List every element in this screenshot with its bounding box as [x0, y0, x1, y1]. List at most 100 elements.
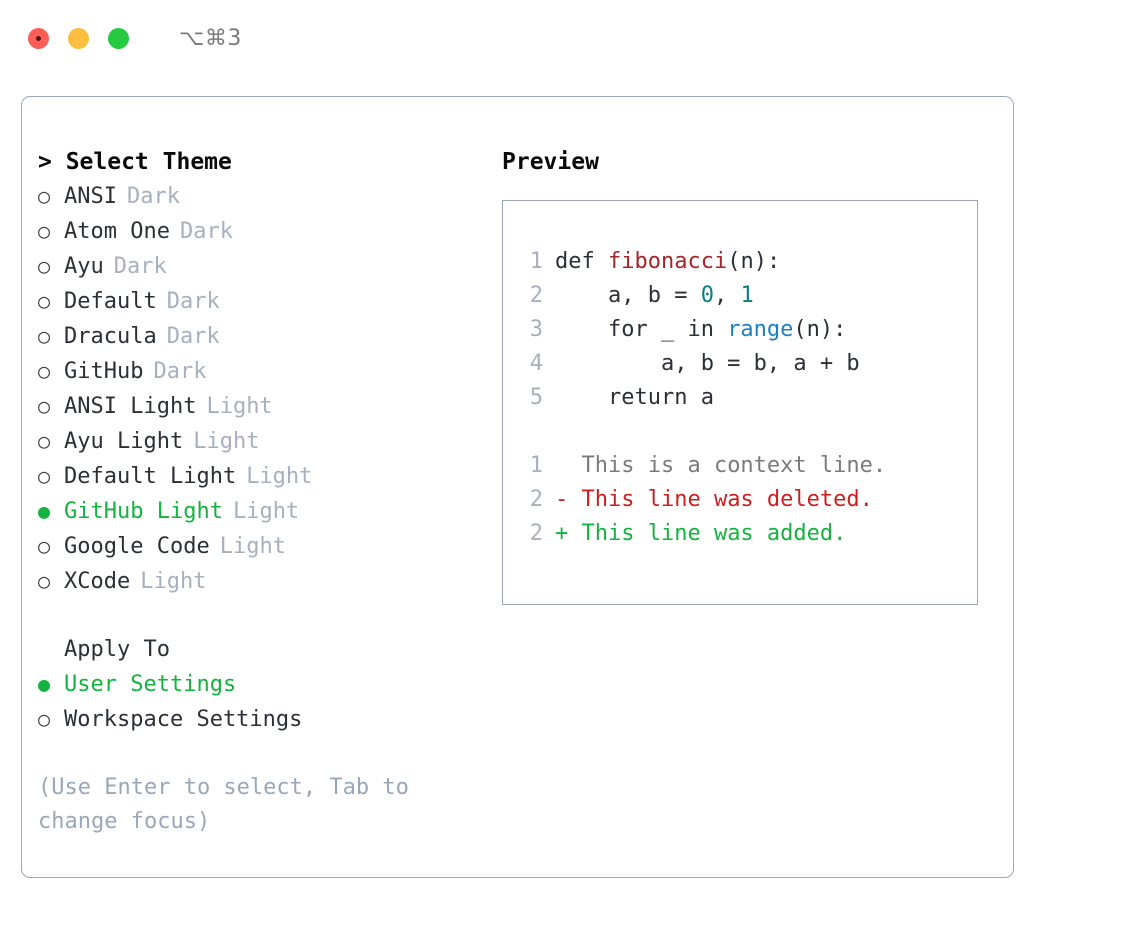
theme-option-ayu[interactable]: ○ Ayu Dark: [38, 249, 468, 284]
keyboard-hint-text: (Use Enter to select, Tab to change focu…: [38, 775, 423, 834]
theme-option-label: Default: [64, 289, 157, 314]
theme-option-tag: Dark: [179, 219, 233, 244]
radio-unselected-icon: ○: [38, 429, 51, 453]
diff-line-number: 2: [529, 521, 543, 546]
theme-option-label: Google Code: [64, 534, 210, 559]
radio-unselected-icon: ○: [38, 359, 51, 383]
theme-option-ansi-light[interactable]: ○ ANSI Light Light: [38, 389, 468, 424]
theme-option-tag: Light: [246, 464, 313, 489]
code-line-text: def fibonacci(n):: [555, 245, 780, 279]
diff-line-del: 2- This line was deleted.: [517, 483, 977, 517]
radio-unselected-icon: ○: [38, 254, 51, 278]
diff-line-number: 2: [529, 487, 543, 512]
diff-marker: -: [555, 487, 569, 512]
theme-option-tag: Dark: [153, 359, 207, 384]
radio-unselected-icon: ○: [38, 219, 51, 243]
theme-option-label: Atom One: [64, 219, 170, 244]
theme-option-github[interactable]: ○ GitHub Dark: [38, 354, 468, 389]
code-line-text: a, b = 0, 1: [555, 279, 754, 313]
code-line-text: for _ in range(n):: [555, 313, 846, 347]
theme-option-github-light[interactable]: ● GitHub Light Light: [38, 494, 468, 529]
diff-marker: [555, 449, 568, 483]
radio-selected-icon: ●: [38, 672, 51, 696]
code-line: 3 for _ in range(n):: [517, 313, 977, 347]
theme-option-ayu-light[interactable]: ○ Ayu Light Light: [38, 424, 468, 459]
code-token-plain: a, b =: [555, 283, 701, 308]
code-token-plain: def: [555, 249, 608, 274]
code-line-number: 4: [529, 351, 543, 376]
theme-option-tag: Light: [140, 569, 207, 594]
code-line: 2 a, b = 0, 1: [517, 279, 977, 313]
code-line: 5 return a: [517, 381, 977, 415]
apply-to-option-workspace-settings[interactable]: ○Workspace Settings: [38, 702, 468, 737]
diff-line-text: This is a context line.: [568, 453, 887, 478]
theme-option-tag: Light: [206, 394, 273, 419]
theme-option-label: ANSI: [64, 184, 117, 209]
theme-option-google-code[interactable]: ○ Google Code Light: [38, 529, 468, 564]
window-controls: [28, 27, 129, 49]
theme-option-tag: Dark: [166, 289, 220, 314]
theme-option-label: ANSI Light: [64, 394, 197, 419]
apply-to-option-label: User Settings: [64, 672, 237, 697]
apply-to-option-label: Workspace Settings: [64, 707, 303, 732]
code-token-plain: a, b = b, a + b: [555, 351, 860, 376]
diff-line-text: This line was added.: [568, 521, 847, 546]
code-line-number: 2: [529, 283, 543, 308]
window-titlebar: ⌥⌘3: [0, 0, 1140, 76]
theme-option-tag: Dark: [126, 184, 180, 209]
code-line-number: 1: [529, 249, 543, 274]
code-line: 1 def fibonacci(n):: [517, 245, 977, 279]
theme-option-tag: Dark: [113, 254, 167, 279]
radio-unselected-icon: ○: [38, 394, 51, 418]
radio-unselected-icon: ○: [38, 184, 51, 208]
theme-option-label: Ayu Light: [64, 429, 184, 454]
diff-line-ctx: 1 This is a context line.: [517, 449, 977, 483]
apply-to-option-user-settings[interactable]: ● User Settings: [38, 667, 468, 702]
select-theme-heading: > Select Theme: [38, 149, 232, 175]
diff-line-number: 1: [529, 453, 543, 478]
radio-unselected-icon: ○: [38, 534, 51, 558]
apply-to-list[interactable]: ● User Settings ○Workspace Settings: [38, 667, 468, 737]
theme-option-tag: Light: [193, 429, 260, 454]
theme-option-label: Ayu: [64, 254, 104, 279]
code-token-plain: (n):: [793, 317, 847, 342]
theme-option-xcode[interactable]: ○ XCode Light: [38, 564, 468, 599]
diff-line-text: This line was deleted.: [568, 487, 873, 512]
code-token-num: 1: [740, 283, 754, 308]
theme-option-label: XCode: [64, 569, 131, 594]
theme-option-label: Default Light: [64, 464, 237, 489]
radio-selected-icon: ●: [38, 499, 51, 523]
theme-option-atom-one[interactable]: ○ Atom One Dark: [38, 214, 468, 249]
code-line: 4 a, b = b, a + b: [517, 347, 977, 381]
list-gap: [38, 599, 468, 633]
theme-option-tag: Dark: [166, 324, 220, 349]
theme-option-label: GitHub Light: [64, 499, 223, 524]
code-line-number: 3: [529, 317, 543, 342]
theme-option-label: GitHub: [64, 359, 144, 384]
radio-unselected-icon: ○: [38, 569, 51, 593]
code-token-plain: return a: [555, 385, 714, 410]
code-line-text: a, b = b, a + b: [555, 347, 860, 381]
diff-sample: 1 This is a context line.2- This line wa…: [517, 449, 977, 551]
code-line-number: 5: [529, 385, 543, 410]
code-token-func: fibonacci: [607, 249, 728, 274]
close-button[interactable]: [28, 27, 49, 49]
code-token-plain: for _ in: [555, 317, 728, 342]
maximize-button[interactable]: [108, 27, 129, 49]
theme-option-ansi[interactable]: ○ ANSI Dark: [38, 179, 468, 214]
theme-option-tag: Light: [232, 499, 300, 524]
keyboard-shortcut-label: ⌥⌘3: [179, 25, 242, 51]
minimize-button[interactable]: [68, 27, 89, 49]
code-token-call: range: [727, 317, 794, 342]
theme-option-tag: Light: [219, 534, 286, 559]
code-token-num: 0: [700, 283, 714, 308]
